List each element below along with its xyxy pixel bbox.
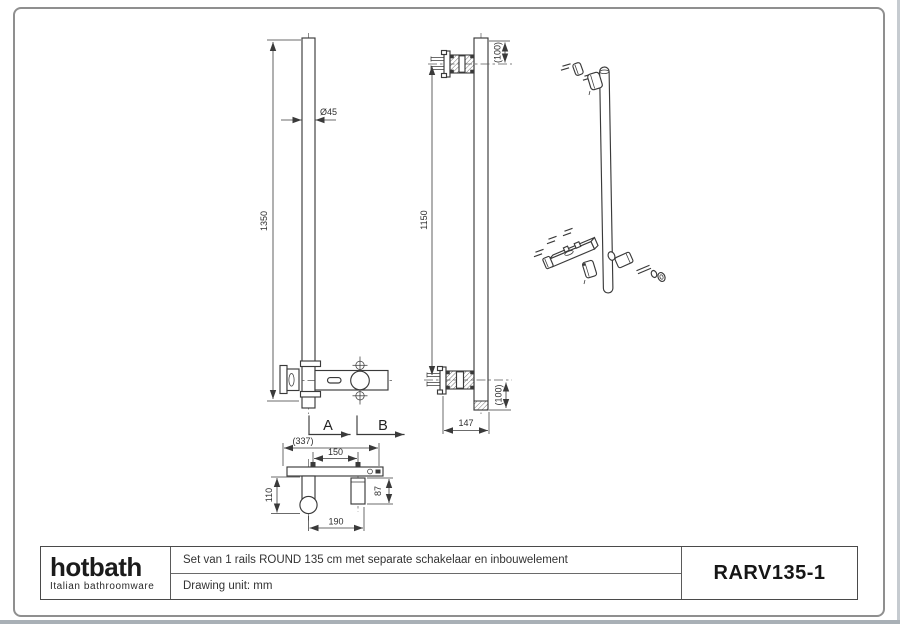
dim-front-diameter: Ø45 [320,107,337,117]
front-view: 1350 Ø45 A B [259,33,405,438]
dim-front-height: 1350 [259,211,269,231]
brand-logo: hotbath [50,552,142,582]
window-edge-bottom [0,620,900,624]
dim-top-overall: (337) [292,436,313,446]
side-view: (100) 1150 (100) [419,33,512,434]
dim-side-top-offset: (100) [493,42,503,63]
product-description: Set van 1 rails ROUND 135 cm met separat… [171,547,681,574]
exploded-view [533,62,666,294]
top-view: (337) 150 110 [264,436,393,532]
section-a-label: A [323,418,333,434]
brand-tagline: Italian bathroomware [50,581,155,592]
part-number: RARV135-1 [681,547,857,599]
dim-top-left-drop: 110 [264,488,274,502]
title-block: hotbath Italian bathroomware Set van 1 r… [40,546,858,600]
window-edge-right [897,0,900,624]
dim-top-outlet-spacing: 190 [328,517,343,527]
dim-side-bottom-offset: (100) [494,384,504,405]
drawing-unit: Drawing unit: mm [183,580,273,593]
dim-side-depth: 147 [458,418,473,428]
logo-cell: hotbath Italian bathroomware [41,547,171,599]
dim-side-length: 1150 [419,210,429,229]
description-cell: Set van 1 rails ROUND 135 cm met separat… [171,547,681,599]
dim-top-spacing: 150 [328,447,343,457]
dim-top-right-drop: 87 [373,486,383,496]
section-b-label: B [378,418,388,434]
technical-drawing: 1350 Ø45 A B [259,33,666,532]
